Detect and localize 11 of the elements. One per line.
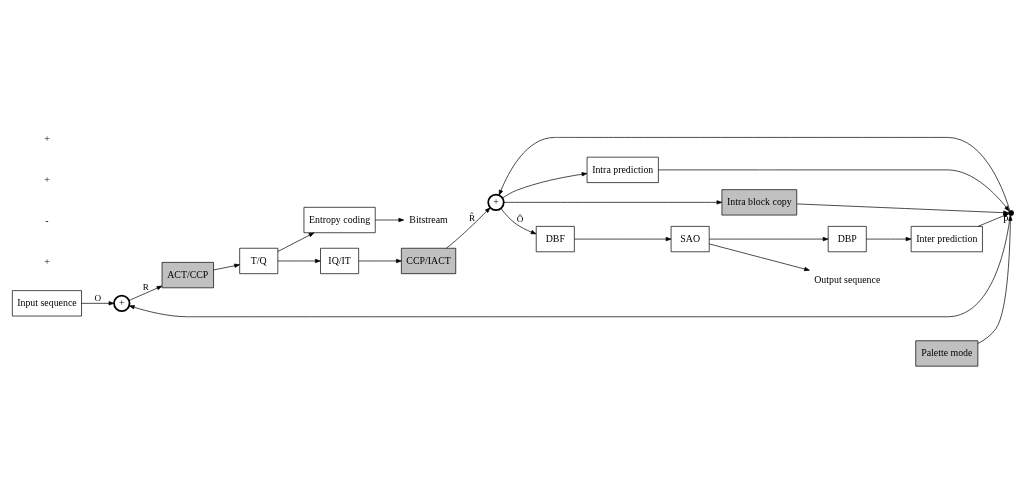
label: + — [44, 256, 50, 267]
edge-label: R — [142, 281, 149, 292]
edge-label: R̂ — [468, 213, 476, 224]
node-text: Output sequence — [814, 273, 881, 285]
label: + — [44, 133, 50, 145]
edge-label: O — [94, 292, 102, 303]
node-text: Bitstream — [409, 213, 448, 225]
node-label: P — [1003, 214, 1009, 226]
label: - — [45, 215, 49, 227]
edge-label: Ô — [516, 213, 524, 224]
label: + — [44, 174, 50, 186]
